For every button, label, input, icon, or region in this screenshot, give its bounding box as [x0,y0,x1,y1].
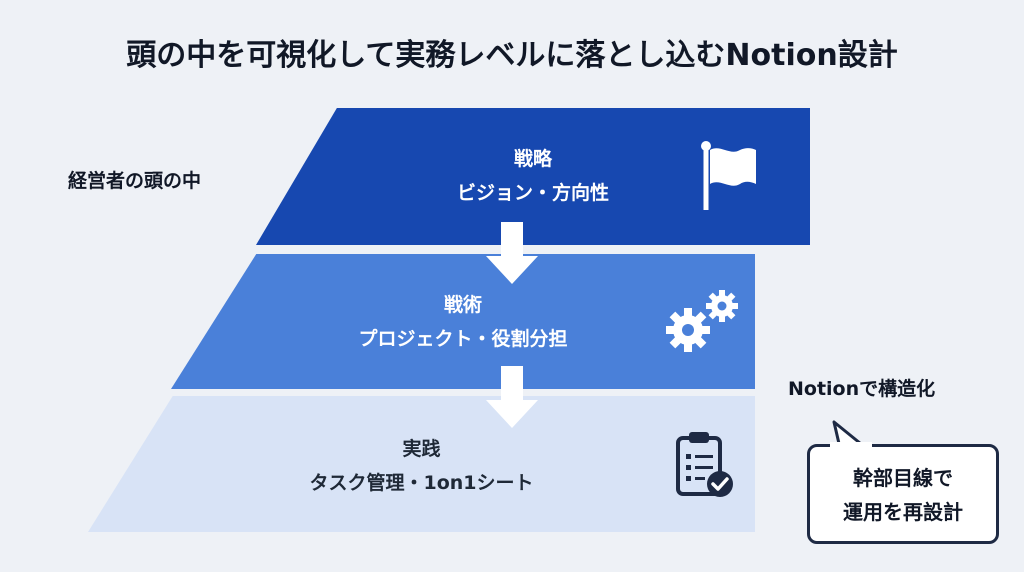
strategy-detail: ビジョン・方向性 [456,182,609,204]
practice-text: 実践 タスク管理・1on1シート [88,432,755,500]
page-title: 頭の中を可視化して実務レベルに落とし込むNotion設計 [126,38,898,73]
down-arrow-icon [486,366,538,428]
callout-tail-join [830,442,872,450]
notion-structure-label: Notionで構造化 [788,378,936,400]
tactics-layer: 戦術 プロジェクト・役割分担 [171,254,755,389]
strategy-text: 戦略 ビジョン・方向性 [256,142,810,210]
callout-line-1: 幹部目線で [853,466,953,490]
tactics-detail: プロジェクト・役割分担 [358,328,568,350]
flag-icon [701,141,756,210]
gears-icon [666,290,738,352]
down-arrow-icon [486,222,538,284]
clipboard-check-icon [676,432,733,497]
practice-heading: 実践 [402,438,441,460]
callout-text: 幹部目線で 運用を再設計 [810,461,996,529]
callout-line-2: 運用を再設計 [843,500,963,524]
strategy-heading: 戦略 [513,148,552,170]
practice-detail: タスク管理・1on1シート [309,472,534,494]
executive-mind-label: 経営者の頭の中 [68,170,202,192]
practice-layer: 実践 タスク管理・1on1シート [88,396,755,532]
callout-bubble: 幹部目線で 運用を再設計 [807,444,999,544]
tactics-text: 戦術 プロジェクト・役割分担 [171,288,755,356]
tactics-heading: 戦術 [443,294,482,316]
